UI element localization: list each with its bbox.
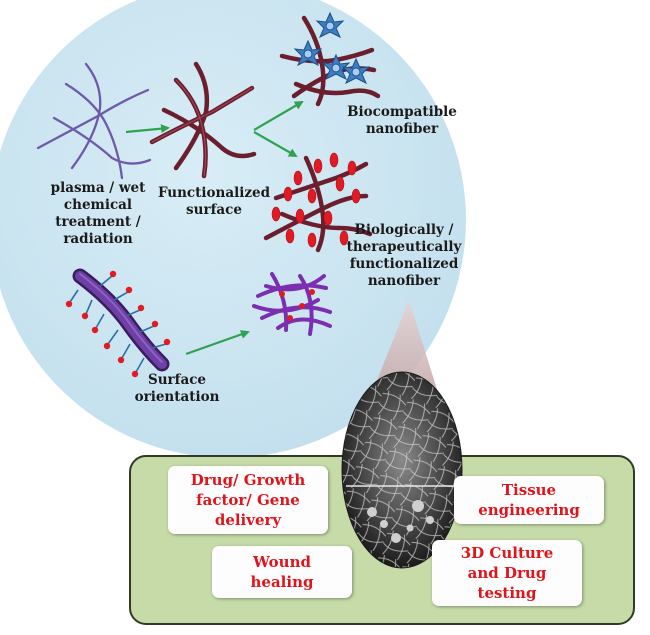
application-drug-delivery: Drug/ Growth factor/ Gene delivery	[168, 466, 328, 534]
arrow-to-biocompatible	[253, 100, 304, 131]
arrow-to-biological	[253, 131, 298, 157]
application-wound-healing-label: Wound healing	[250, 553, 314, 591]
oriented-mesh-icon	[252, 272, 332, 336]
raw-fiber-icon	[36, 62, 152, 180]
application-3d-culture: 3D Culture and Drug testing	[432, 540, 582, 606]
sem-image	[341, 371, 463, 569]
label-biocompatible-nanofiber: Biocompatible nanofiber	[347, 104, 457, 137]
label-biological-nanofiber: Biologically / therapeutically functiona…	[346, 222, 462, 289]
cell-icons	[293, 11, 371, 85]
label-plasma-treatment: plasma / wet chemical treatment / radiat…	[50, 180, 146, 247]
application-drug-delivery-label: Drug/ Growth factor/ Gene delivery	[190, 471, 306, 529]
application-wound-healing: Wound healing	[212, 546, 352, 598]
application-tissue-engineering-label: Tissue engineering	[478, 481, 580, 519]
label-functionalized-surface: Functionalized surface	[157, 185, 271, 218]
label-surface-orientation: Surface orientation	[134, 372, 220, 405]
application-3d-culture-label: 3D Culture and Drug testing	[460, 544, 554, 602]
arrow-to-mesh	[185, 330, 250, 356]
therapeutic-dots	[271, 152, 361, 248]
arrows	[125, 100, 304, 356]
background-circle	[0, 0, 466, 458]
oriented-fiber-icon	[65, 268, 171, 378]
application-tissue-engineering: Tissue engineering	[454, 476, 604, 524]
arrow-to-functionalized	[125, 124, 170, 134]
